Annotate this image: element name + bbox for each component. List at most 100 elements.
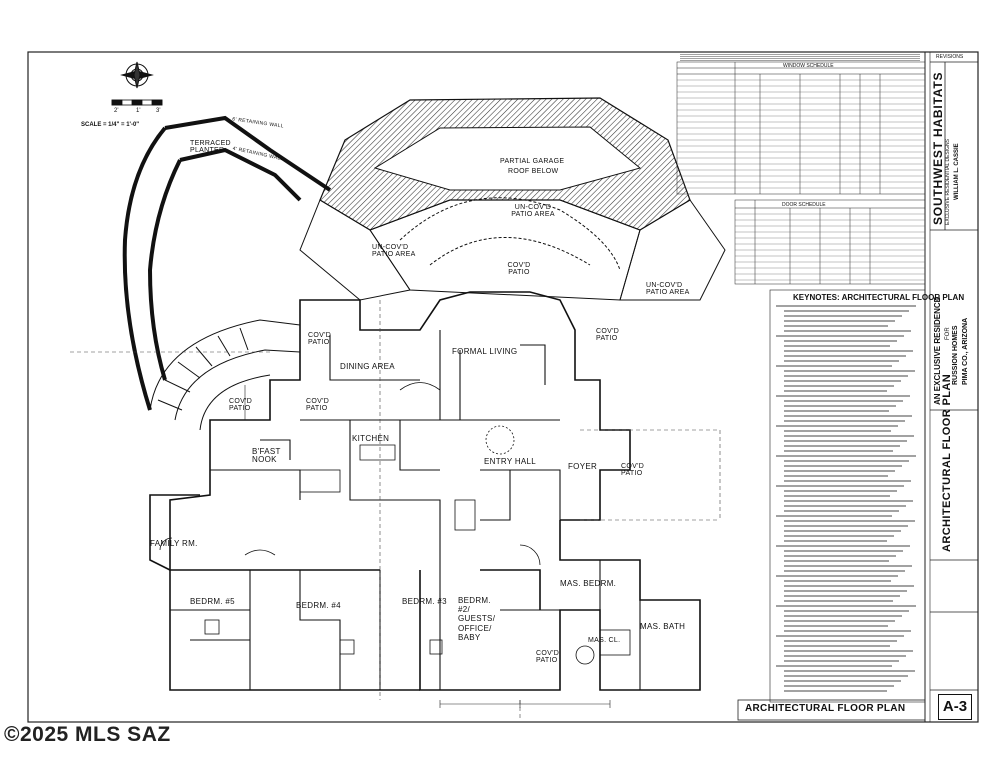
keynote-text-line xyxy=(784,400,903,402)
keynote-text-line xyxy=(784,310,909,312)
keynote-text-line xyxy=(784,660,899,662)
keynote-text-line xyxy=(776,455,916,457)
interior-walls xyxy=(170,330,641,690)
room-family-rm: FAMILY RM. xyxy=(150,539,198,548)
room-covd-patio-left: COV'D PATIO xyxy=(308,332,332,346)
keynote-text-line xyxy=(784,450,893,452)
room-foyer: FOYER xyxy=(568,462,598,471)
leader-lines xyxy=(70,300,721,720)
keynote-text-line xyxy=(776,425,898,427)
keynote-text-line xyxy=(784,345,890,347)
keynote-text-line xyxy=(784,480,911,482)
room-bedrm-2: BEDRM. #2/ GUESTS/ OFFICE/ BABY xyxy=(458,596,496,642)
scale-tick-2: 1' xyxy=(136,108,141,114)
keynote-text-line xyxy=(776,335,904,337)
mls-watermark: ©2025 MLS SAZ xyxy=(4,723,171,746)
room-entry-hall: ENTRY HALL xyxy=(484,457,537,466)
room-mas-closet: MAS. CL. xyxy=(588,637,621,644)
keynote-text-line xyxy=(784,520,915,522)
door-schedule-rows xyxy=(735,213,925,281)
title-block xyxy=(930,61,978,691)
room-dining-area: DINING AREA xyxy=(340,362,395,371)
room-covd-patio-right: COV'D PATIO xyxy=(596,328,620,342)
north-arrow-icon xyxy=(120,61,154,89)
keynote-text-line xyxy=(776,665,892,667)
room-covd-patio-curve: COV'D PATIO xyxy=(306,398,330,412)
room-covd-patio-east: COV'D PATIO xyxy=(621,463,645,477)
room-uncovd-patio-left: UN-COV'D PATIO AREA xyxy=(372,244,416,258)
keynote-text-line xyxy=(784,525,908,527)
keynote-text-line xyxy=(784,685,894,687)
scale-label: SCALE = 1/4" = 1'-0" xyxy=(81,122,140,128)
keynote-text-line xyxy=(776,485,904,487)
keynote-text-line xyxy=(784,475,888,477)
keynote-text-line xyxy=(784,550,903,552)
keynote-text-line xyxy=(784,680,901,682)
keynote-text-line xyxy=(784,440,907,442)
keynote-text-line xyxy=(784,350,913,352)
keynote-text-line xyxy=(784,355,906,357)
keynote-text-line xyxy=(784,410,889,412)
project-line-3: RUSSION HOMES xyxy=(952,325,959,385)
room-terraced-planter: TERRACED PLANTER xyxy=(190,140,231,154)
scale-tick-1: 2' xyxy=(114,108,119,114)
keynote-text-line xyxy=(784,650,913,652)
room-covd-patio-center: COV'D PATIO xyxy=(507,262,531,276)
keynote-text-line xyxy=(784,490,897,492)
header-note-line xyxy=(680,60,920,61)
keynote-text-line xyxy=(784,530,901,532)
keynote-text-line xyxy=(784,570,905,572)
keynote-text-line xyxy=(784,435,914,437)
keynote-text-line xyxy=(784,505,906,507)
scale-bar xyxy=(111,99,163,106)
terraced-planter-wall xyxy=(122,115,332,411)
keynote-text-line xyxy=(776,305,916,307)
keynote-text-line xyxy=(784,610,909,612)
window-schedule-rows xyxy=(677,79,925,189)
keynote-text-line xyxy=(776,575,898,577)
scale-tick-3: 3' xyxy=(156,108,161,114)
keynote-text-line xyxy=(784,645,890,647)
room-roof-below: ROOF BELOW xyxy=(508,168,559,175)
header-note-line xyxy=(680,58,920,59)
room-bedrm-3: BEDRM. #3 xyxy=(402,597,447,606)
keynote-text-line xyxy=(776,515,892,517)
sheet-title-box xyxy=(737,699,926,721)
keynote-text-line xyxy=(784,510,899,512)
keynote-text-line xyxy=(776,635,904,637)
keynote-text-line xyxy=(784,555,896,557)
keynote-text-line xyxy=(784,460,909,462)
window-schedule-title: WINDOW SCHEDULE xyxy=(783,63,834,69)
keynote-text-line xyxy=(784,315,902,317)
door-schedule-title: DOOR SCHEDULE xyxy=(782,202,826,208)
keynote-text-line xyxy=(784,470,895,472)
keynote-text-line xyxy=(784,430,891,432)
keynote-text-line xyxy=(784,535,894,537)
side-sheet-title: ARCHITECTURAL FLOOR PLAN xyxy=(941,373,953,552)
room-uncovd-patio-top: UN-COV'D PATIO AREA xyxy=(511,204,555,218)
room-partial-garage: PARTIAL GARAGE xyxy=(500,158,565,165)
keynote-text-line xyxy=(784,330,911,332)
keynote-text-line xyxy=(784,590,907,592)
keynote-text-line xyxy=(784,540,887,542)
keynote-text-line xyxy=(784,600,893,602)
keynote-text-line xyxy=(784,465,902,467)
keynote-text-line xyxy=(784,405,896,407)
keynote-text-line xyxy=(784,675,908,677)
room-uncovd-patio-right: UN-COV'D PATIO AREA xyxy=(646,282,690,296)
keynote-text-line xyxy=(784,360,899,362)
keynote-text-line xyxy=(784,390,887,392)
keynote-text-line xyxy=(776,605,916,607)
room-bfast-nook: B'FAST NOOK xyxy=(252,447,281,464)
keynote-text-line xyxy=(784,565,912,567)
keynote-text-line xyxy=(784,615,902,617)
keynote-text-line xyxy=(784,370,915,372)
keynote-text-line xyxy=(784,320,895,322)
keynote-text-line xyxy=(784,495,890,497)
keynote-text-line xyxy=(784,340,897,342)
firm-name: SOUTHWEST HABITATS xyxy=(931,71,945,225)
garage-roof xyxy=(319,97,691,231)
room-covd-patio-bottom: COV'D PATIO xyxy=(536,650,560,664)
keynote-text-line xyxy=(776,365,892,367)
